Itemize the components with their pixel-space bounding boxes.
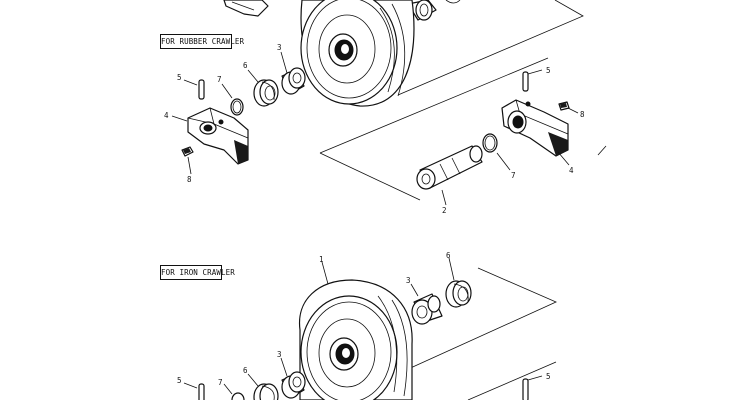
svg-text:6: 6: [243, 61, 248, 70]
floating-seal-upper: 6: [243, 61, 279, 107]
assembly-outline-lower: [383, 267, 557, 400]
note-rubber-crawler: FOR RUBBER CRAWLER: [160, 34, 244, 49]
svg-text:7: 7: [217, 75, 222, 84]
assembly-outline-upper: [319, 0, 607, 201]
pin-upper-left: 5: [177, 73, 205, 100]
svg-text:4: 4: [164, 111, 169, 120]
collar-lower-top: 3: [406, 276, 443, 325]
cropped-collar-top: [407, 0, 437, 21]
note-iron-crawler: FOR IRON CRAWLER: [160, 265, 235, 280]
svg-text:3: 3: [277, 350, 282, 359]
pin-lower-right: 5: [522, 372, 551, 400]
shaft-upper: 2: [416, 145, 483, 215]
pin-upper-right: 5: [522, 66, 551, 92]
cropped-seal-top: [445, 0, 461, 4]
svg-text:5: 5: [546, 66, 551, 75]
bracket-upper-left: 4: [164, 107, 249, 165]
svg-text:5: 5: [177, 73, 182, 82]
o-ring-lower-left: 7: [218, 378, 245, 400]
svg-text:5: 5: [546, 372, 551, 381]
bracket-upper-right: 4: [501, 99, 574, 175]
svg-text:6: 6: [243, 366, 248, 375]
collar-lower-left: 3: [277, 350, 306, 399]
o-ring-upper-right: 7: [482, 133, 516, 180]
svg-text:2: 2: [442, 206, 447, 215]
svg-text:6: 6: [446, 251, 451, 260]
o-ring-upper-left: 7: [217, 75, 244, 116]
svg-text:3: 3: [277, 43, 282, 52]
floating-seal-lower-top: 6: [445, 251, 472, 308]
bolt-upper-right: 8: [558, 101, 585, 119]
bolt-upper-left: 8: [181, 146, 194, 184]
svg-text:3: 3: [406, 276, 411, 285]
svg-text:8: 8: [580, 110, 585, 119]
collar-upper: 3: [277, 43, 306, 95]
svg-text:4: 4: [569, 166, 574, 175]
cropped-part-top-left: [223, 0, 269, 17]
svg-text:8: 8: [187, 175, 192, 184]
idler-wheel-lower: 1: [298, 255, 413, 400]
floating-seal-lower-left: 6: [243, 366, 279, 400]
svg-text:7: 7: [218, 378, 223, 387]
pin-lower-left: 5: [177, 376, 205, 400]
idler-wheel-upper: [300, 0, 415, 107]
svg-text:7: 7: [511, 171, 516, 180]
svg-text:1: 1: [319, 255, 324, 264]
svg-text:5: 5: [177, 376, 182, 385]
